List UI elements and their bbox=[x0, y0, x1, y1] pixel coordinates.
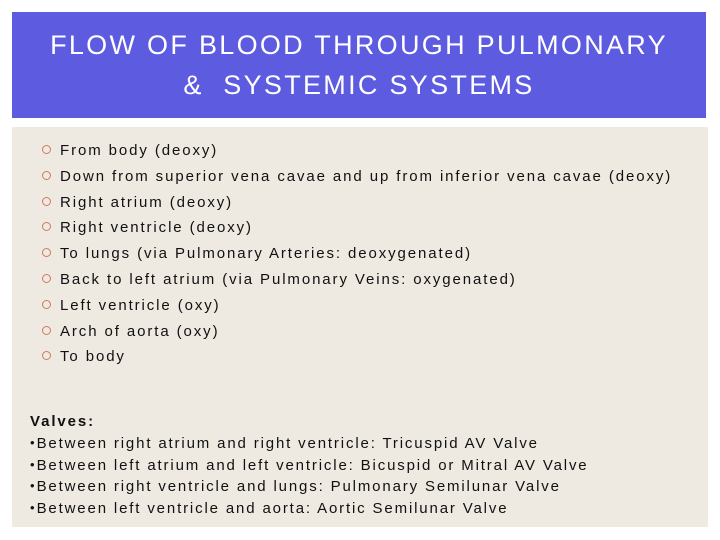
dot-bullet-icon: • bbox=[30, 434, 35, 450]
flow-step-text: To lungs (via Pulmonary Arteries: deoxyg… bbox=[60, 245, 472, 263]
hollow-circle-bullet-icon bbox=[42, 196, 51, 206]
title-banner: FLOW OF BLOOD THROUGH PULMONARY & SYSTEM… bbox=[12, 12, 706, 118]
hollow-circle-bullet-icon bbox=[42, 145, 51, 154]
hollow-circle-bullet-icon bbox=[42, 170, 51, 180]
dot-bullet-icon: • bbox=[30, 500, 35, 516]
dot-bullet-icon: • bbox=[30, 478, 35, 494]
flow-step-item: To body bbox=[42, 346, 680, 368]
slide-title-line-2: & SYSTEMIC SYSTEMS bbox=[183, 70, 535, 100]
flow-step-text: Left ventricle (oxy) bbox=[60, 296, 221, 314]
flow-step-text: Right ventricle (deoxy) bbox=[60, 219, 253, 237]
dot-bullet-icon: • bbox=[30, 456, 35, 472]
flow-step-text: Down from superior vena cavae and up fro… bbox=[60, 167, 673, 185]
hollow-circle-bullet-icon bbox=[42, 248, 51, 258]
flow-step-item: Left ventricle (oxy) bbox=[42, 295, 680, 317]
flow-step-item: Arch of aorta (oxy) bbox=[42, 321, 680, 343]
hollow-circle-bullet-icon bbox=[42, 299, 51, 309]
flow-step-item: To lungs (via Pulmonary Arteries: deoxyg… bbox=[42, 243, 680, 265]
hollow-circle-bullet-icon bbox=[42, 222, 51, 232]
hollow-circle-bullet-icon bbox=[42, 325, 51, 335]
valves-section: Valves: •Between right atrium and right … bbox=[30, 411, 588, 520]
hollow-circle-bullet-icon bbox=[42, 351, 51, 361]
flow-step-text: Back to left atrium (via Pulmonary Veins… bbox=[60, 270, 517, 288]
valve-item: •Between right atrium and right ventricl… bbox=[30, 433, 588, 455]
flow-step-item: From body (deoxy) bbox=[42, 140, 680, 162]
flow-step-text: To body bbox=[60, 348, 126, 366]
valve-item-text: Between right atrium and right ventricle… bbox=[36, 434, 539, 452]
flow-step-item: Right ventricle (deoxy) bbox=[42, 217, 680, 239]
flow-step-text: Arch of aorta (oxy) bbox=[60, 322, 220, 340]
valves-heading: Valves: bbox=[30, 413, 96, 430]
slide-title-line-1: FLOW OF BLOOD THROUGH PULMONARY bbox=[50, 30, 668, 60]
flow-step-item: Down from superior vena cavae and up fro… bbox=[42, 166, 680, 188]
valve-item-text: Between left ventricle and aorta: Aortic… bbox=[36, 500, 509, 518]
flow-step-text: From body (deoxy) bbox=[60, 142, 219, 159]
flow-step-item: Right atrium (deoxy) bbox=[42, 192, 680, 214]
valve-item: •Between left atrium and left ventricle:… bbox=[30, 455, 588, 477]
flow-step-item: Back to left atrium (via Pulmonary Veins… bbox=[42, 269, 680, 291]
content-panel: From body (deoxy) Down from superior ven… bbox=[12, 127, 708, 527]
blood-flow-list: From body (deoxy) Down from superior ven… bbox=[42, 140, 680, 372]
valve-item-text: Between right ventricle and lungs: Pulmo… bbox=[36, 478, 561, 496]
flow-step-text: Right atrium (deoxy) bbox=[60, 193, 234, 211]
valve-item: •Between right ventricle and lungs: Pulm… bbox=[30, 476, 588, 498]
valve-item: •Between left ventricle and aorta: Aorti… bbox=[30, 498, 588, 520]
valve-item-text: Between left atrium and left ventricle: … bbox=[36, 456, 589, 474]
hollow-circle-bullet-icon bbox=[42, 273, 51, 283]
